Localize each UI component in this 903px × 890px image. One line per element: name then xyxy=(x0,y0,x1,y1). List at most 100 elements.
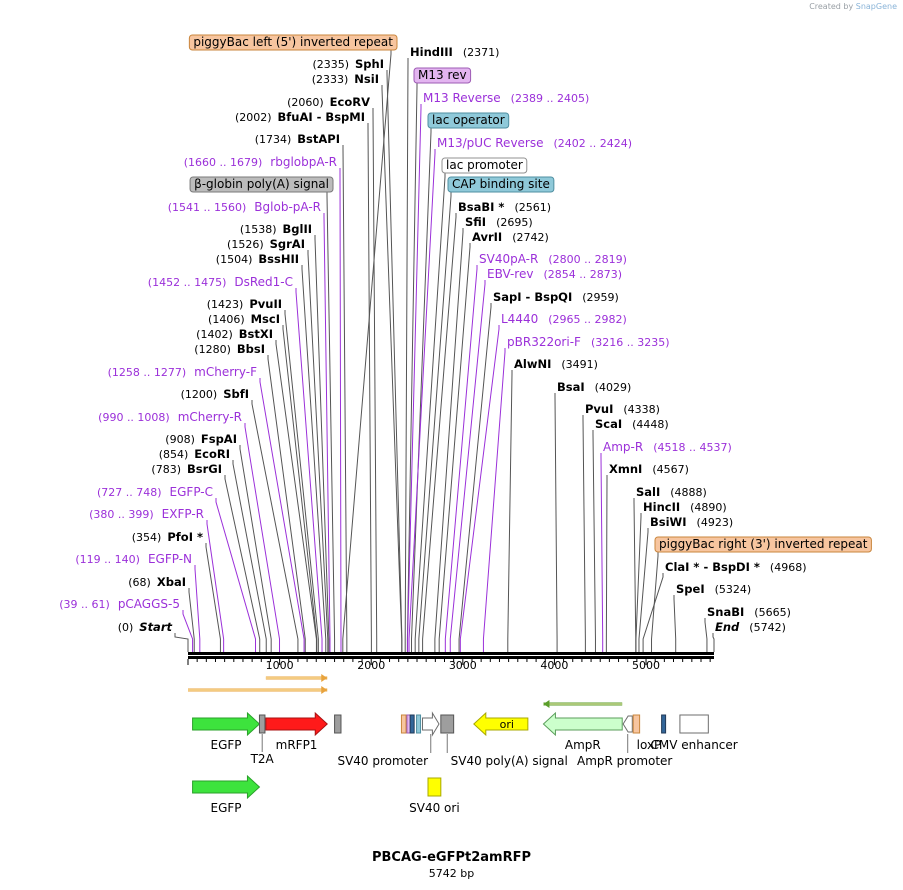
orf-arrowhead xyxy=(543,700,550,708)
enzyme-position: (4890) xyxy=(690,501,727,514)
feature-callout-piggybac-right-3-inverted-repeat: piggyBac right (3') inverted repeat xyxy=(654,536,872,553)
enzyme-position: (68) xyxy=(128,576,151,589)
feature-mrfp1: mRFP1 xyxy=(265,711,328,752)
enzyme-name: BglII xyxy=(283,222,313,236)
enzyme-position: (1423) xyxy=(207,298,244,311)
feature-callout-label: lac promoter xyxy=(446,158,523,172)
primer-connector xyxy=(408,149,436,652)
enzyme-connector xyxy=(712,633,715,652)
primer-range: (2965 .. 2982) xyxy=(548,313,627,326)
enzyme-site-sfii: SfiI(2695) xyxy=(465,215,533,229)
enzyme-connector xyxy=(205,543,221,652)
feature-box xyxy=(632,714,641,734)
primer-site-ebv-rev: EBV-rev(2854 .. 2873) xyxy=(487,267,622,281)
primer-range: (1660 .. 1679) xyxy=(184,156,263,169)
feature-callout-connector xyxy=(418,192,452,652)
primer-name: EXFP-R xyxy=(162,507,204,521)
enzyme-position: (0) xyxy=(118,621,134,634)
enzyme-site-avrii: AvrII(2742) xyxy=(472,230,549,244)
enzyme-site-end: End (5742) xyxy=(715,620,786,634)
feature-piggybac-left-5-inverted-repeat xyxy=(400,714,407,734)
enzyme-name: BsaBI * xyxy=(458,200,504,214)
enzyme-site-clai-bspdi-: ClaI * - BspDI *(4968) xyxy=(665,560,806,574)
enzyme-position: (1280) xyxy=(194,343,231,356)
primer-site-sv40pa-r: SV40pA-R(2800 .. 2819) xyxy=(479,252,627,266)
top-strand xyxy=(188,652,714,655)
enzyme-connector xyxy=(592,430,596,652)
primer-connector xyxy=(407,104,422,652)
enzyme-name: BsrGI xyxy=(187,462,222,476)
enzyme-name: XbaI xyxy=(157,575,186,589)
enzyme-connector xyxy=(404,58,409,652)
primer-name: EBV-rev xyxy=(487,267,533,281)
primer-site-pbr322ori-f: pBR322ori-F(3216 .. 3235) xyxy=(507,335,670,349)
feature-lac-operator xyxy=(409,714,415,734)
primer-range: (990 .. 1008) xyxy=(98,411,170,424)
feature--globin-poly-a-signal xyxy=(334,714,342,734)
ruler-label-4000: 4000 xyxy=(540,659,568,672)
primer-connector xyxy=(459,325,500,652)
enzyme-name: Start xyxy=(139,620,172,634)
enzyme-position: (783) xyxy=(151,463,181,476)
feature-loxp: loxP xyxy=(637,714,667,752)
primer-connector xyxy=(600,453,604,652)
enzyme-name: SphI xyxy=(355,57,384,71)
enzyme-site-hindiii: HindIII(2371) xyxy=(410,45,499,59)
feature-callout-lac-operator: lac operator xyxy=(427,112,510,129)
enzyme-connector xyxy=(438,243,471,652)
enzyme-position: (2561) xyxy=(514,201,551,214)
feature-label: T2A xyxy=(250,752,275,766)
enzyme-name: SfiI xyxy=(465,215,486,229)
primer-range: (1452 .. 1475) xyxy=(148,276,227,289)
enzyme-site-fspai: FspAI(908) xyxy=(165,432,237,446)
primer-connector xyxy=(215,498,257,652)
credit-watermark: Created by SnapGene xyxy=(809,2,897,11)
primer-site-m13-puc-reverse: M13/pUC Reverse(2402 .. 2424) xyxy=(437,136,632,150)
enzyme-name: ScaI xyxy=(595,417,622,431)
primer-name: mCherry-F xyxy=(194,365,257,379)
primer-name: DsRed1-C xyxy=(234,275,293,289)
enzyme-site-msci: MscI(1406) xyxy=(208,312,280,326)
feature-callout-box xyxy=(654,536,872,553)
enzyme-position: (5742) xyxy=(749,621,786,634)
primer-range: (380 .. 399) xyxy=(89,508,154,521)
site-labels: piggyBac left (5') inverted repeatHindII… xyxy=(59,34,872,634)
enzyme-connector xyxy=(605,475,608,652)
feature-callout-label: piggyBac right (3') inverted repeat xyxy=(659,537,868,551)
enzyme-name: End xyxy=(715,620,740,634)
primer-connector xyxy=(182,610,194,652)
feature-callout-label: β-globin poly(A) signal xyxy=(194,177,329,191)
primer-connector xyxy=(259,378,305,652)
enzyme-connector xyxy=(434,228,464,652)
feature-arrow xyxy=(542,711,623,737)
bottom-strand xyxy=(188,656,714,659)
enzyme-position: (2959) xyxy=(582,291,619,304)
feature-callout-connector xyxy=(326,192,336,652)
feature-arrow xyxy=(622,715,633,733)
feature-label: AmpR promoter xyxy=(577,754,672,768)
primer-range: (39 .. 61) xyxy=(59,598,110,611)
enzyme-position: (1504) xyxy=(216,253,253,266)
enzyme-connector xyxy=(342,145,348,652)
primer-name: M13 Reverse xyxy=(423,91,501,105)
primer-name: Amp-R xyxy=(603,440,643,454)
enzyme-site-bstapi: BstAPI(1734) xyxy=(255,132,340,146)
primer-site-exfp-r: EXFP-R (380 .. 399) xyxy=(89,507,204,521)
feature-label: AmpR xyxy=(565,738,601,752)
feature-box xyxy=(409,714,415,734)
enzyme-site-hincii: HincII(4890) xyxy=(643,500,727,514)
primer-name: SV40pA-R xyxy=(479,252,538,266)
feature-arrow xyxy=(473,711,529,737)
enzyme-site-bglii: BglII(1538) xyxy=(240,222,312,236)
enzyme-name: AvrII xyxy=(472,230,502,244)
feature-box xyxy=(334,714,342,734)
primer-connector xyxy=(482,348,506,652)
feature-callout-connector xyxy=(406,83,418,652)
enzyme-name: EcoRV xyxy=(330,95,370,109)
enzyme-site-ecorv: EcoRV(2060) xyxy=(287,95,370,109)
enzyme-name: SgrAI xyxy=(270,237,305,251)
feature-callout-connector xyxy=(342,50,392,652)
primer-connector xyxy=(194,565,201,652)
feature-callout-label: M13 rev xyxy=(418,68,467,82)
primer-connector xyxy=(323,213,331,652)
